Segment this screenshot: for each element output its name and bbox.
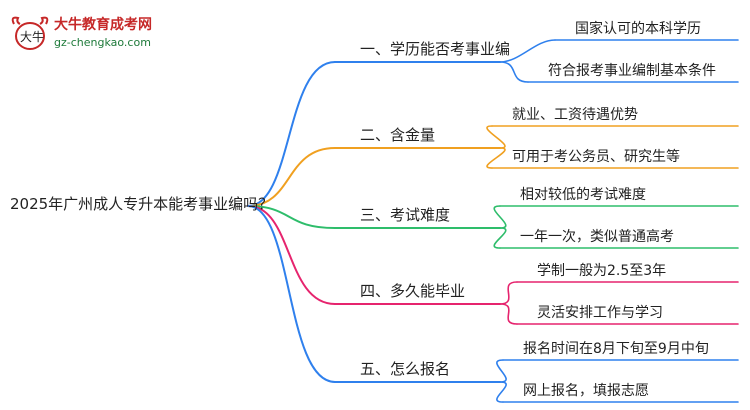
leaf-connector-3-2 — [493, 227, 507, 249]
leaf-connector-1-1 — [499, 39, 556, 63]
leaf-label-2-2: 可用于考公务员、研究生等 — [512, 149, 680, 165]
root-topic: 2025年广州成人专升本能考事业编吗？ — [10, 195, 274, 213]
leaf-label-1-1: 国家认可的本科学历 — [575, 21, 701, 37]
leaf-label-2-1: 就业、工资待遇优势 — [512, 107, 638, 123]
leaf-connector-4-2 — [499, 303, 518, 325]
bull-logo-icon: 大牛 — [11, 16, 49, 50]
site-name: 大牛教育成考网 — [54, 17, 152, 33]
leaf-label-1-2: 符合报考事业编制基本条件 — [548, 63, 716, 79]
leaf-label-4-1: 学制一般为2.5至3年 — [537, 263, 667, 279]
leaf-label-4-2: 灵活安排工作与学习 — [537, 305, 663, 321]
leaf-connector-4-1 — [499, 281, 518, 305]
branch-label-4: 四、多久能毕业 — [360, 282, 466, 300]
branch-connector-3 — [247, 205, 336, 229]
leaf-label-3-2: 一年一次，类似普通高考 — [520, 229, 674, 245]
leaf-connector-1-2 — [499, 61, 529, 83]
leaf-connector-2-2 — [486, 147, 506, 169]
branch-label-3: 三、考试难度 — [360, 206, 451, 224]
branch-connector-4 — [247, 205, 336, 305]
branch-label-1: 一、学历能否考事业编 — [360, 40, 511, 58]
leaf-label-5-2: 网上报名，填报志愿 — [523, 383, 649, 399]
leaf-connector-5-1 — [496, 359, 507, 383]
branch-connector-1 — [247, 61, 336, 207]
site-url: gz-chengkao.com — [54, 36, 151, 49]
leaf-connector-5-2 — [496, 381, 507, 403]
svg-text:大牛: 大牛 — [20, 29, 44, 44]
branch-label-2: 二、含金量 — [360, 126, 436, 144]
leaf-connector-3-1 — [493, 205, 507, 229]
branch-label-5: 五、怎么报名 — [360, 360, 451, 378]
leaf-label-3-1: 相对较低的考试难度 — [520, 187, 646, 203]
branch-connector-5 — [247, 205, 336, 383]
site-logo[interactable]: 大牛 大牛教育成考网 gz-chengkao.com — [8, 10, 188, 54]
leaf-connector-2-1 — [486, 125, 506, 149]
leaf-label-5-1: 报名时间在8月下旬至9月中旬 — [523, 341, 709, 357]
branch-connector-2 — [247, 147, 336, 207]
